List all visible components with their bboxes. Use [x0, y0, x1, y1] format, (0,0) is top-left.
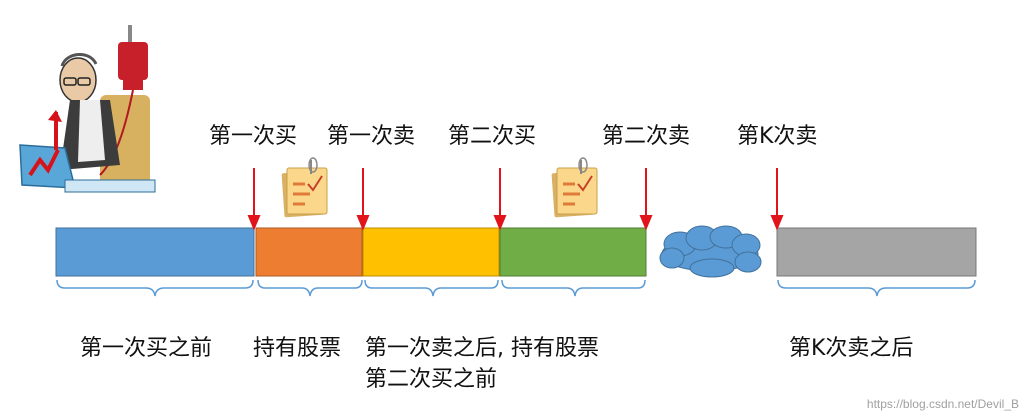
notepad-icon [281, 157, 328, 218]
notepad-icon [551, 157, 598, 218]
segment-label-after-first-sell: 第一次卖之后, 持有股票 [365, 336, 599, 361]
trader-illustration [19, 25, 156, 193]
segment-label-before-first-buy: 第一次买之前 [80, 336, 213, 361]
brace-before-first-buy [56, 279, 254, 297]
arrow-second-sell [639, 168, 653, 231]
segment-label-before-second-buy: 第二次买之前 [365, 367, 498, 392]
segment-bar-before-first-buy [55, 227, 255, 277]
event-label-first-sell: 第一次卖 [327, 124, 416, 149]
segment-label-after-kth-sell: 第K次卖之后 [789, 336, 914, 361]
event-label-kth-sell: 第K次卖 [737, 124, 818, 149]
segment-bar-holding-2 [499, 227, 647, 277]
arrow-first-sell [356, 168, 370, 231]
brace-after-kth-sell [777, 279, 976, 297]
segment-bar-after-kth-sell [776, 227, 977, 277]
arrow-kth-sell [770, 168, 784, 231]
arrow-second-buy [493, 168, 507, 231]
segment-label-holding: 持有股票 [253, 336, 342, 361]
event-label-first-buy: 第一次买 [209, 124, 298, 149]
brace-holding-2 [501, 279, 646, 297]
segment-bar-holding-1 [255, 227, 363, 277]
event-label-second-buy: 第二次买 [448, 124, 537, 149]
brace-holding-1 [257, 279, 363, 297]
brace-between-trades [364, 279, 499, 297]
ellipsis-cloud [659, 225, 762, 278]
watermark: https://blog.csdn.net/Devil_B [866, 397, 1019, 411]
arrow-first-buy [247, 168, 261, 231]
event-label-second-sell: 第二次卖 [602, 124, 691, 149]
segment-bar-between-trades [362, 227, 500, 277]
